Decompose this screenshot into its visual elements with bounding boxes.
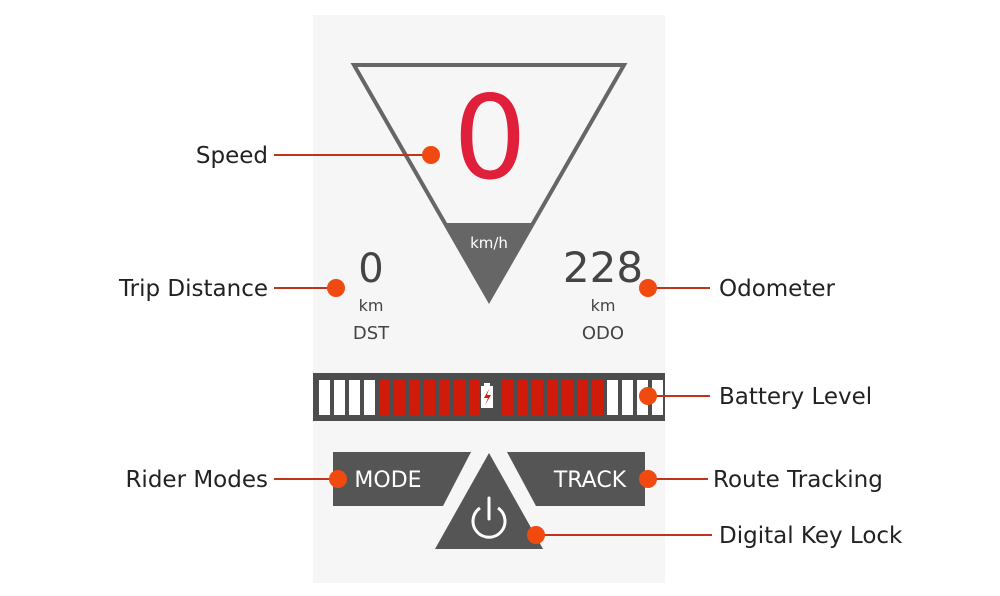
route-tracking-callout-label: Route Tracking [713, 467, 883, 493]
battery-segment-empty [349, 380, 360, 415]
key-lock-callout-dot [527, 526, 545, 544]
battery-segment-lit [454, 380, 465, 415]
trip-callout-dot [327, 279, 345, 297]
trip-distance-label: DST [353, 323, 390, 344]
trip-distance-value: 0 [358, 246, 383, 292]
speed-callout-dot [422, 146, 440, 164]
odometer-value: 228 [563, 243, 643, 292]
battery-segment-lit [469, 380, 480, 415]
battery-icon [481, 383, 493, 408]
odometer-callout-dot [639, 279, 657, 297]
battery-segment-lit [592, 380, 603, 415]
track-button-label: TRACK [553, 468, 627, 493]
odometer-unit: km [591, 296, 616, 315]
battery-callout-dot [639, 387, 657, 405]
odometer-callout-label: Odometer [719, 276, 835, 302]
speed-unit: km/h [470, 234, 508, 252]
battery-segment-empty [319, 380, 330, 415]
battery-segment-lit [409, 380, 420, 415]
battery-segment-lit [547, 380, 558, 415]
battery-segments [319, 380, 663, 415]
battery-segment-empty [652, 380, 663, 415]
rider-modes-callout-label: Rider Modes [125, 467, 268, 493]
battery-segment-lit [577, 380, 588, 415]
route-tracking-callout-dot [639, 470, 657, 488]
battery-segment-empty [622, 380, 633, 415]
battery-segment-empty [364, 380, 375, 415]
battery-segment-empty [607, 380, 618, 415]
speed-unit-triangle [445, 223, 533, 302]
odometer-label: ODO [582, 323, 624, 344]
speed-triangle-frame [350, 63, 628, 305]
battery-segment-lit [439, 380, 450, 415]
battery-segment-lit [517, 380, 528, 415]
battery-segment-empty [334, 380, 345, 415]
battery-segment-lit [502, 380, 513, 415]
key-lock-callout-label: Digital Key Lock [719, 523, 903, 549]
track-button[interactable] [507, 452, 645, 506]
power-icon [471, 496, 507, 539]
speed-callout-label: Speed [196, 143, 268, 169]
rider-modes-callout-dot [329, 470, 347, 488]
mode-button[interactable] [333, 452, 471, 506]
battery-segment-lit [562, 380, 573, 415]
battery-segment-lit [394, 380, 405, 415]
battery-callout-label: Battery Level [719, 384, 872, 410]
battery-segment-lit [424, 380, 435, 415]
trip-distance-unit: km [359, 296, 384, 315]
battery-segment-lit [379, 380, 390, 415]
trip-callout-label: Trip Distance [118, 276, 268, 302]
speed-value: 0 [453, 71, 527, 206]
mode-button-label: MODE [354, 468, 421, 493]
battery-segment-lit [532, 380, 543, 415]
